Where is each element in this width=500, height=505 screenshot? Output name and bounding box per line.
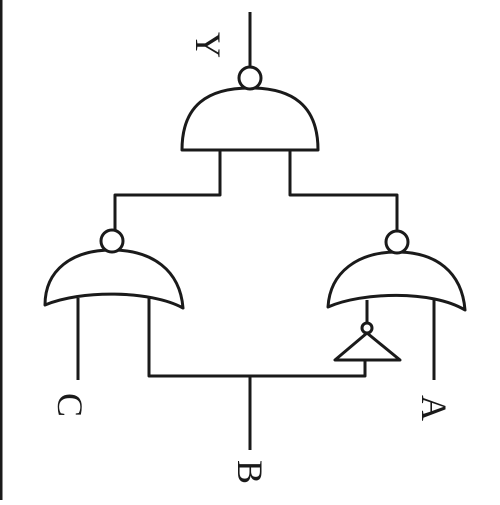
label-b: B bbox=[230, 460, 270, 484]
nand-gate-top-body bbox=[180, 86, 320, 152]
not-gate-bubble bbox=[360, 321, 374, 335]
nand-gate-top-bubble bbox=[237, 65, 263, 91]
not-gate-body bbox=[333, 331, 402, 362]
wire-right-to-top bbox=[288, 150, 399, 232]
input-wire-b-branch bbox=[147, 298, 367, 378]
nor-gate-right-bubble bbox=[384, 229, 410, 255]
nor-gate-right-body bbox=[326, 250, 467, 312]
label-a: A bbox=[414, 395, 454, 421]
label-c: C bbox=[50, 393, 90, 417]
nor-gate-left-bubble bbox=[99, 228, 125, 254]
wire-left-to-top bbox=[113, 150, 222, 232]
nor-gate-left-body bbox=[43, 248, 185, 310]
label-y: Y bbox=[188, 32, 228, 58]
